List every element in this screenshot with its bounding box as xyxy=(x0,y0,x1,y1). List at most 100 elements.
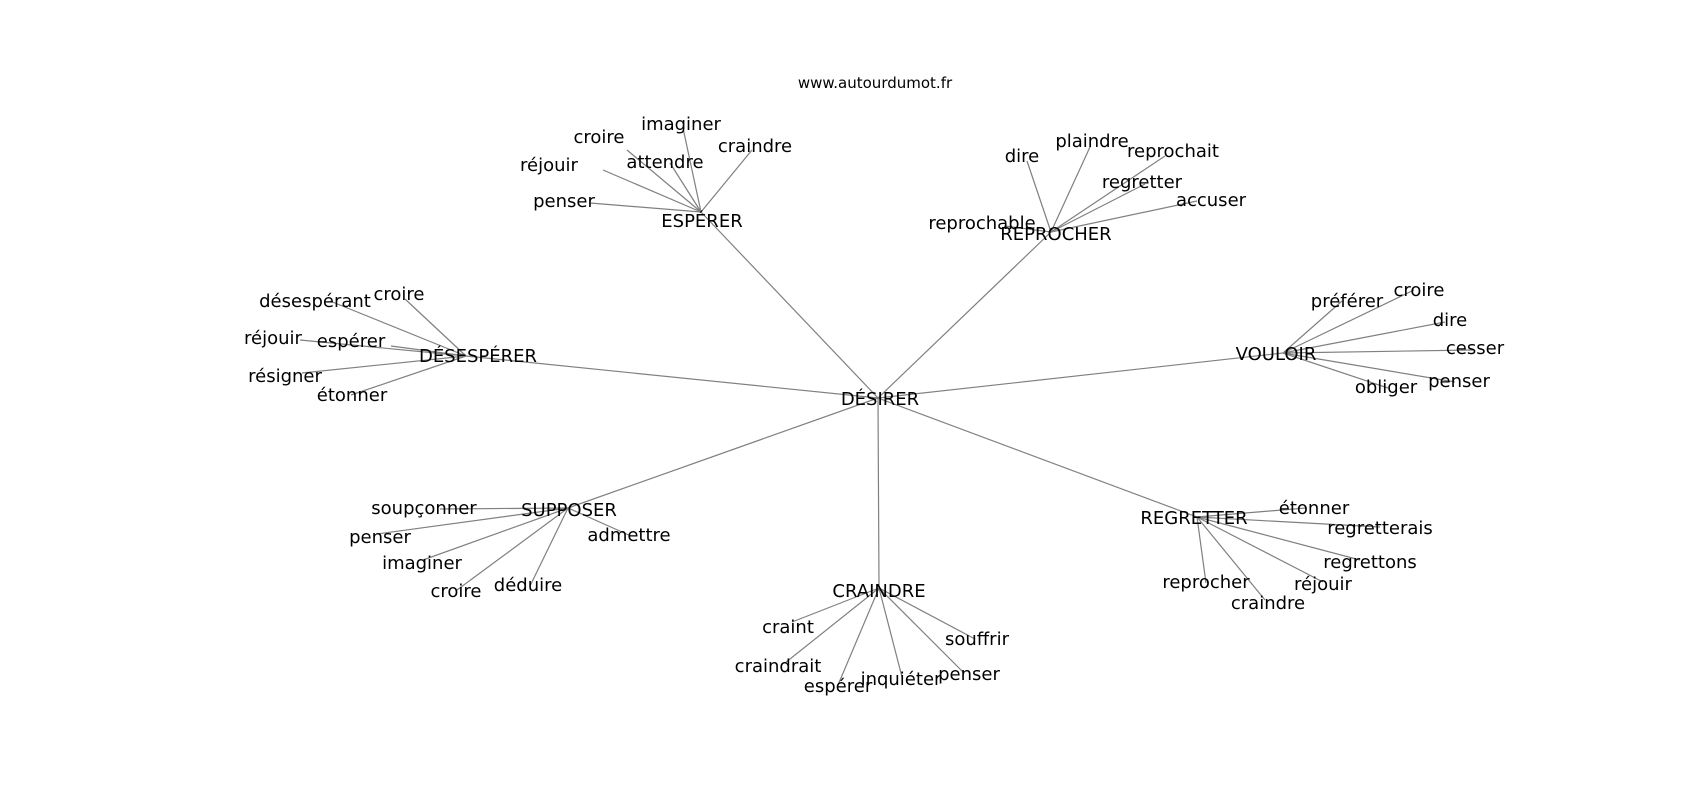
edge-reprocher-to-plaindre xyxy=(1050,146,1091,233)
word-vouloir-croire: croire xyxy=(1394,280,1445,301)
word-supposer-deduire: déduire xyxy=(494,575,562,596)
edge-craindre-to-craint xyxy=(791,587,880,623)
word-esperer-croire: croire xyxy=(574,127,625,148)
word-desesperer-desesperant: désespérant xyxy=(259,291,371,312)
edge-reprocher-to-reprochait xyxy=(1050,155,1166,233)
edge-reprocher-to-reprochable xyxy=(1004,225,1052,233)
edge-center-to-reprocher xyxy=(877,231,1052,399)
word-craindre-esperer: espérer xyxy=(804,676,873,697)
word-regretter-etonner: étonner xyxy=(1279,498,1350,519)
edge-craindre-to-espérer xyxy=(837,587,880,686)
edge-vouloir-to-dire xyxy=(1282,321,1446,354)
hub-desesperer: DÉSESPÉRER xyxy=(419,345,537,367)
word-craindre-craint: craint xyxy=(762,617,814,638)
edge-reprocher-to-regretter xyxy=(1050,183,1146,233)
edge-center-to-vouloir xyxy=(877,352,1284,399)
edge-espérer-to-attendre xyxy=(669,162,702,213)
edge-supposer-to-admettre xyxy=(567,507,632,537)
hub-craindre: CRAINDRE xyxy=(832,581,925,602)
edge-désespérer-to-résigner xyxy=(301,355,467,374)
edge-supposer-to-croire xyxy=(456,507,569,591)
word-desesperer-etonner: étonner xyxy=(317,385,388,406)
edge-désespérer-to-désespérant xyxy=(329,300,467,357)
word-reprocher-regretter: regretter xyxy=(1102,172,1183,193)
edge-craindre-to-inquiéter xyxy=(878,587,903,678)
word-supposer-croire: croire xyxy=(431,581,482,602)
hub-supposer: SUPPOSER xyxy=(521,500,617,521)
edge-regretter-to-regretterais xyxy=(1196,516,1381,528)
edge-regretter-to-regrettons xyxy=(1196,516,1361,561)
edge-vouloir-to-croire xyxy=(1282,289,1415,354)
word-desesperer-esperer: espérer xyxy=(317,331,386,352)
word-regretter-craindre: craindre xyxy=(1231,593,1305,614)
edge-espérer-to-croire xyxy=(626,149,702,213)
edge-supposer-to-déduire xyxy=(529,507,569,587)
edge-espérer-to-imaginer xyxy=(682,127,702,213)
edge-center-to-craindre xyxy=(877,397,880,589)
edge-center-to-supposer xyxy=(567,397,879,509)
edge-supposer-to-imaginer xyxy=(422,507,569,561)
edge-désespérer-to-réjouir xyxy=(299,339,467,357)
edge-désespérer-to-croire xyxy=(404,298,467,357)
edge-regretter-to-étonner xyxy=(1196,507,1307,518)
word-supposer-soupconner: soupçonner xyxy=(371,498,477,519)
word-reprocher-reprochait: reprochait xyxy=(1127,141,1219,162)
hub-vouloir: VOULOIR xyxy=(1236,344,1317,365)
edge-désespérer-to-espérer xyxy=(390,345,467,357)
hub-reprocher: REPROCHER xyxy=(1000,224,1111,245)
edge-vouloir-to-obliger xyxy=(1282,352,1389,389)
edge-center-to-désespérer xyxy=(465,355,879,399)
edge-craindre-to-craindrait xyxy=(784,587,880,664)
edge-vouloir-to-préférer xyxy=(1282,300,1343,354)
edge-vouloir-to-cesser xyxy=(1282,349,1474,354)
word-regretter-rejouir: réjouir xyxy=(1294,574,1353,595)
word-esperer-attendre: attendre xyxy=(626,152,703,173)
word-craindre-inquieter: inquiéter xyxy=(861,669,942,690)
edge-supposer-to-soupçonner xyxy=(439,507,569,510)
edges xyxy=(299,127,1474,686)
hub-esperer: ESPÉRER xyxy=(661,210,742,232)
word-craindre-craindrait: craindrait xyxy=(735,656,822,677)
word-craindre-penser: penser xyxy=(938,664,1000,685)
word-vouloir-preferer: préférer xyxy=(1311,291,1384,312)
edge-craindre-to-souffrir xyxy=(878,587,976,640)
edge-craindre-to-penser xyxy=(878,587,964,673)
edge-regretter-to-craindre xyxy=(1196,516,1266,601)
word-regretter-reprocher: reprocher xyxy=(1162,572,1250,593)
word-supposer-imaginer: imaginer xyxy=(382,553,462,574)
word-regretter-regretterais: regretterais xyxy=(1327,518,1433,539)
word-esperer-penser: penser xyxy=(533,191,595,212)
word-reprocher-dire: dire xyxy=(1005,146,1040,167)
word-craindre-souffrir: souffrir xyxy=(945,629,1010,650)
word-regretter-regrettons: regrettons xyxy=(1323,552,1417,573)
word-esperer-imaginer: imaginer xyxy=(641,114,721,135)
word-vouloir-obliger: obliger xyxy=(1355,377,1418,398)
edge-regretter-to-réjouir xyxy=(1196,516,1324,583)
word-reprocher-plaindre: plaindre xyxy=(1055,131,1128,152)
edge-center-to-espérer xyxy=(700,211,879,399)
word-reprocher-accuser: accuser xyxy=(1176,190,1247,211)
edge-espérer-to-craindre xyxy=(700,149,753,213)
edge-désespérer-to-étonner xyxy=(350,355,467,396)
word-esperer-craindre: craindre xyxy=(718,136,792,157)
word-desesperer-rejouir: réjouir xyxy=(244,328,303,349)
word-vouloir-dire: dire xyxy=(1433,310,1468,331)
hub-regretter: REGRETTER xyxy=(1140,508,1247,529)
edge-reprocher-to-accuser xyxy=(1050,200,1198,233)
edge-regretter-to-reprocher xyxy=(1196,516,1207,584)
word-desesperer-croire: croire xyxy=(374,284,425,305)
word-esperer-rejouir: réjouir xyxy=(520,155,579,176)
word-vouloir-penser: penser xyxy=(1428,371,1490,392)
edge-vouloir-to-penser xyxy=(1282,352,1456,383)
edge-supposer-to-penser xyxy=(376,507,569,535)
source-label: www.autourdumot.fr xyxy=(798,74,953,92)
edge-espérer-to-réjouir xyxy=(602,169,702,213)
edge-espérer-to-penser xyxy=(589,202,702,213)
word-reprocher-reprochable: reprochable xyxy=(928,213,1035,234)
word-supposer-admettre: admettre xyxy=(587,525,670,546)
word-supposer-penser: penser xyxy=(349,527,411,548)
edge-reprocher-to-dire xyxy=(1026,160,1052,233)
word-desesperer-resigner: résigner xyxy=(248,366,322,387)
edge-center-to-regretter xyxy=(877,397,1198,518)
